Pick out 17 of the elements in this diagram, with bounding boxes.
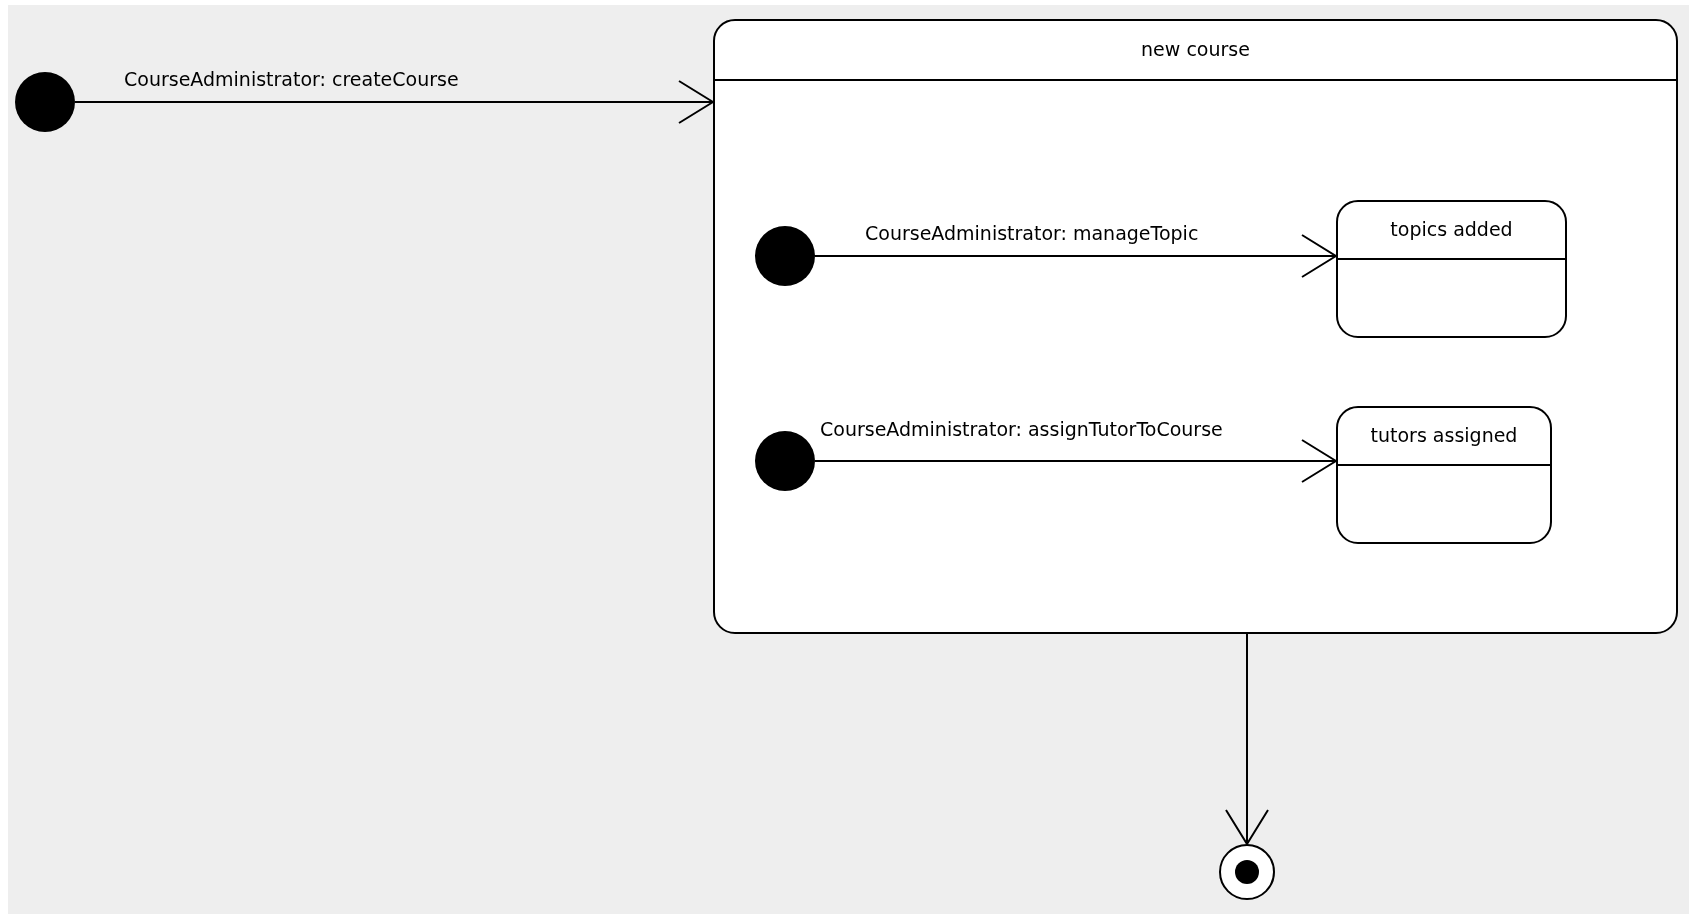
state-name: new course bbox=[715, 21, 1676, 81]
transition-arrow bbox=[814, 439, 1337, 483]
initial-state bbox=[755, 226, 815, 286]
state-name: tutors assigned bbox=[1338, 408, 1550, 466]
state-box bbox=[1336, 200, 1567, 338]
composite-state bbox=[713, 19, 1678, 634]
initial-state bbox=[15, 72, 75, 132]
transition-arrow bbox=[1225, 633, 1269, 845]
transition-arrow bbox=[74, 80, 714, 124]
state-box bbox=[1336, 406, 1552, 544]
final-state bbox=[1219, 844, 1275, 900]
state-name: topics added bbox=[1338, 202, 1565, 260]
transition-arrow bbox=[814, 234, 1337, 278]
initial-state bbox=[755, 431, 815, 491]
edge-label: CourseAdministrator: createCourse bbox=[124, 68, 459, 90]
edge-label: CourseAdministrator: assignTutorToCourse bbox=[820, 418, 1223, 440]
edge-label: CourseAdministrator: manageTopic bbox=[865, 222, 1199, 244]
